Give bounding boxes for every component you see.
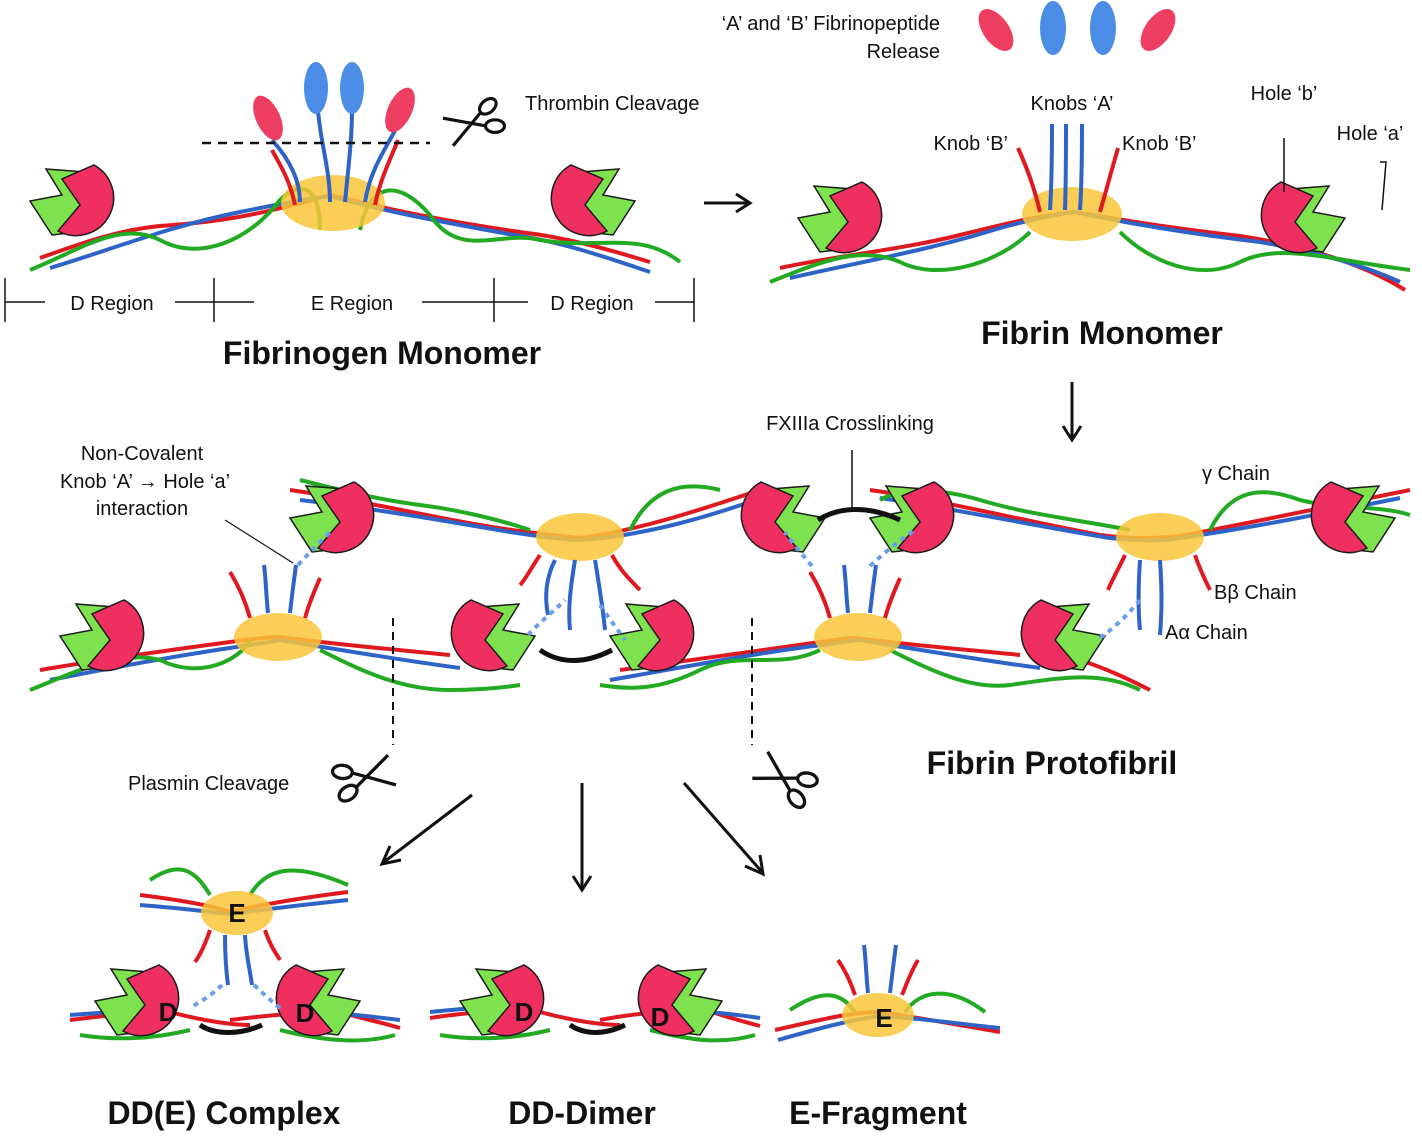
knobs-a-label: Knobs ‘A’ [1030, 93, 1113, 115]
arrow-right-icon [704, 192, 753, 214]
plasmin-cleavage-label: Plasmin Cleavage [128, 773, 289, 795]
e-fragment-figure [774, 944, 1001, 1042]
crosslink-lower [538, 647, 614, 663]
d-region-left-domain [30, 165, 114, 236]
thrombin-scissors-icon [439, 92, 511, 153]
released-fibrinopeptide-b-right [1140, 8, 1176, 52]
fibrinopeptide-release-label-line1: ‘A’ and ‘B’ Fibrinopeptide [722, 13, 940, 35]
arrow-down-icon [1061, 382, 1083, 443]
protofibril-figure [29, 450, 1411, 815]
e-region-oval [281, 175, 385, 231]
dd-dimer-d-letter-left: D [515, 997, 534, 1027]
dde-complex-title: DD(E) Complex [108, 1095, 341, 1131]
fibrinogen-monomer-title: Fibrinogen Monomer [223, 335, 541, 371]
e-fragment-e-letter: E [875, 1003, 892, 1033]
gamma-chain-label: γ Chain [1202, 463, 1270, 485]
e-fragment-title: E-Fragment [789, 1095, 967, 1131]
d-region-right-label: D Region [550, 293, 633, 315]
fibrinopeptide-a-right [340, 62, 364, 114]
d-region-left-label: D Region [70, 293, 153, 315]
knob-hole-interaction-dots [296, 528, 1142, 642]
knob-b-right-label: Knob ‘B’ [1122, 133, 1197, 155]
fibrinopeptide-b-right [385, 87, 415, 133]
dde-e-letter: E [228, 898, 245, 928]
arrow-to-e-fragment-icon [682, 782, 765, 877]
bbeta-chain-label: Bβ Chain [1214, 582, 1297, 604]
noncovalent-label-line3: interaction [96, 498, 188, 520]
fibrinogen-monomer-figure [4, 62, 695, 322]
fibrinopeptide-a-left [304, 62, 328, 114]
fibrin-e-region-oval [1022, 187, 1122, 241]
arrow-to-dd-dimer-icon [571, 783, 593, 893]
fibrin-monomer-figure [769, 123, 1411, 292]
dde-d-letter-left: D [159, 997, 178, 1027]
e-region-label: E Region [311, 293, 393, 315]
fxiiia-crosslinking-label: FXIIIa Crosslinking [766, 413, 934, 435]
hole-b-label: Hole ‘b’ [1251, 83, 1318, 105]
plasmin-scissors-left-icon [327, 748, 399, 808]
hole-a-label: Hole ‘a’ [1337, 123, 1404, 145]
knob-b-left-label: Knob ‘B’ [934, 133, 1009, 155]
dd-dimer-figure [429, 964, 761, 1043]
aalpha-chain-label: Aα Chain [1165, 622, 1248, 644]
fibrin-d-region-right [1260, 181, 1346, 254]
fibrinopeptide-b-left [253, 95, 283, 141]
noncovalent-label-line2: Knob ‘A’ → Hole ‘a’ [60, 471, 230, 493]
fibrin-protofibril-title: Fibrin Protofibril [927, 745, 1178, 781]
thrombin-cleavage-label: Thrombin Cleavage [525, 93, 700, 115]
plasmin-scissors-right-icon [748, 745, 824, 815]
dd-dimer-title: DD-Dimer [508, 1095, 656, 1131]
released-fibrinopeptide-b-left [978, 8, 1014, 52]
dd-dimer-d-letter-right: D [651, 1002, 670, 1032]
arrow-to-dde-icon [379, 793, 473, 867]
released-fibrinopeptide-a-left [1040, 1, 1066, 55]
noncovalent-pointer [224, 519, 294, 564]
fibrinopeptide-release-label-line2: Release [867, 41, 940, 63]
hole-a-pointer [1380, 161, 1387, 211]
fibrin-d-region-left [798, 182, 882, 253]
dde-complex-figure [69, 867, 401, 1043]
dde-d-letter-right: D [296, 998, 315, 1028]
d-region-right-domain [550, 164, 636, 237]
fibrin-monomer-title: Fibrin Monomer [981, 315, 1223, 351]
noncovalent-label-line1: Non-Covalent [81, 443, 204, 465]
crosslink-upper [816, 507, 902, 523]
released-fibrinopeptide-a-right [1090, 1, 1116, 55]
